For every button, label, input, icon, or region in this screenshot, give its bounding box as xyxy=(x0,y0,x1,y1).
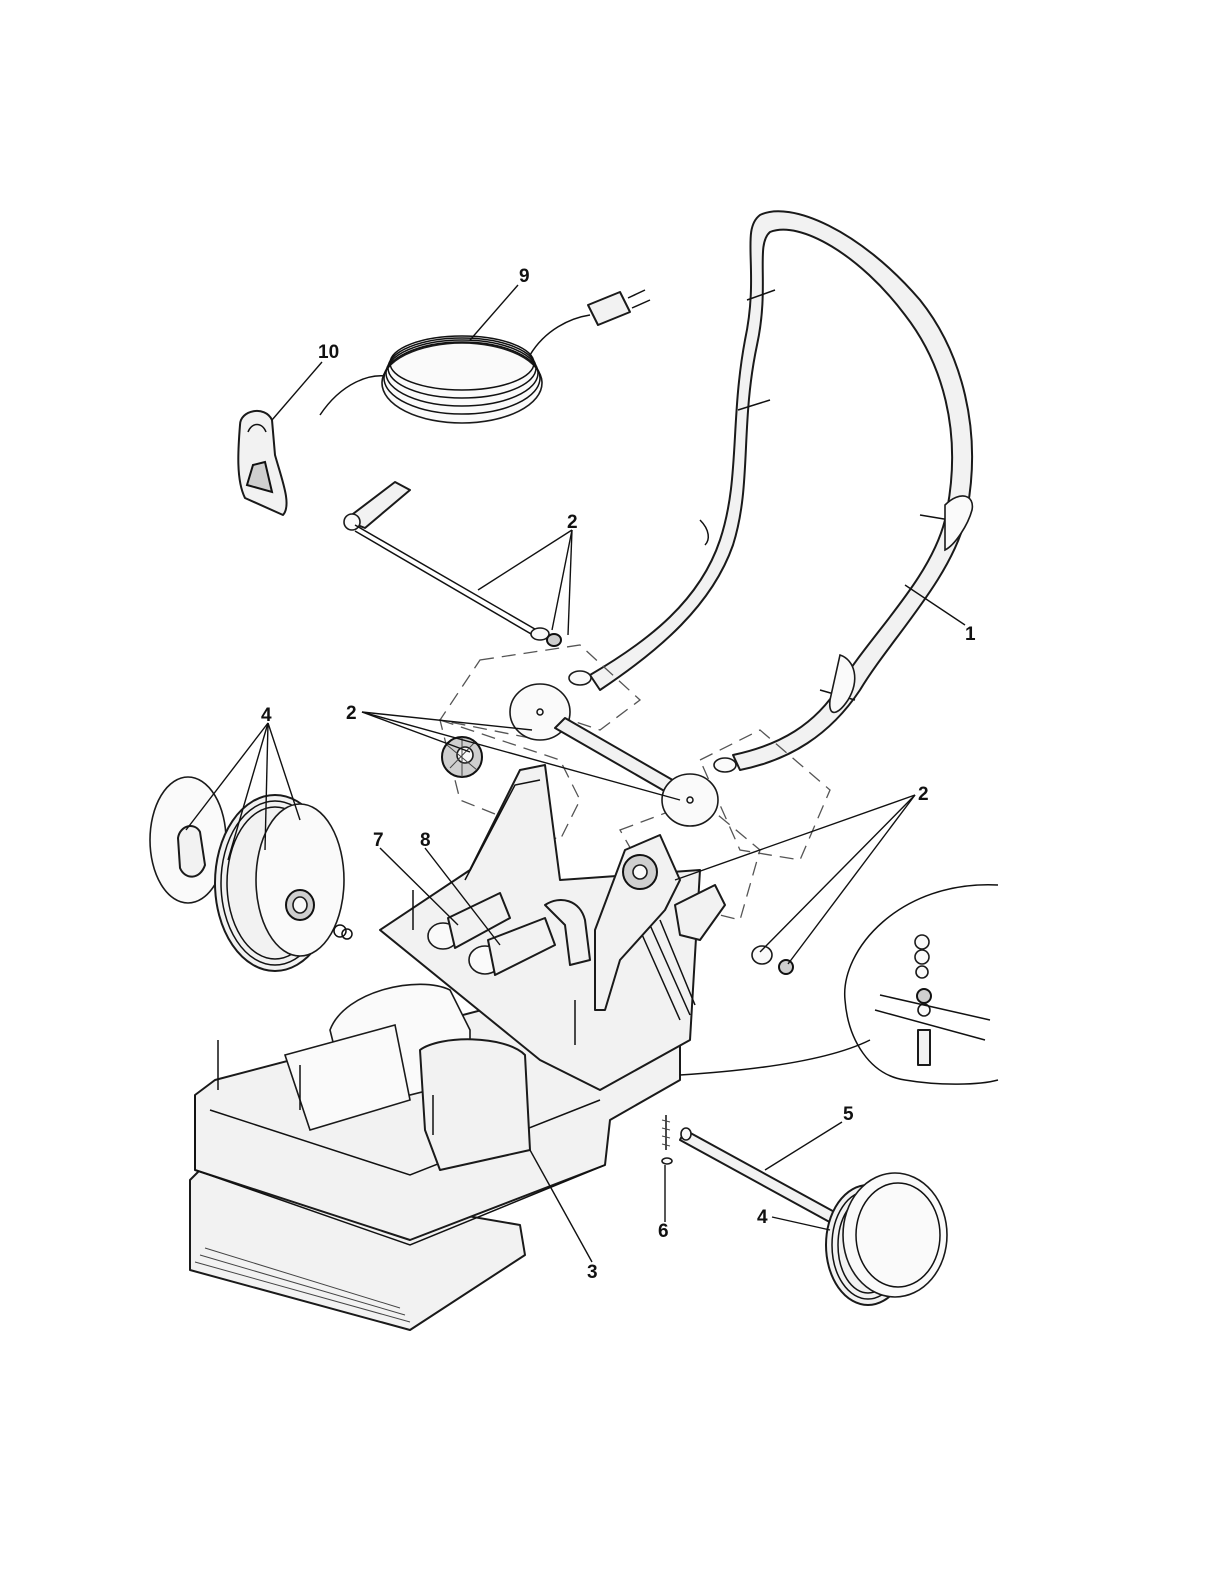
height-adjust-bracket-part xyxy=(594,834,794,1011)
leader-lines xyxy=(185,284,966,1263)
axle-assembly-part xyxy=(509,683,719,827)
callout-6: 6 xyxy=(658,1221,669,1242)
callout-5: 5 xyxy=(843,1104,854,1125)
callout-4-right: 4 xyxy=(757,1207,768,1228)
handle-part xyxy=(568,210,974,773)
callout-4-left: 4 xyxy=(261,705,272,726)
callout-labels: 1 2 2 2 3 4 4 5 6 7 8 9 10 xyxy=(261,266,976,1283)
linkage-rod-part xyxy=(343,481,562,647)
callout-9: 9 xyxy=(519,266,530,287)
callout-8: 8 xyxy=(420,830,431,851)
bolt-part xyxy=(661,1115,673,1165)
callout-7: 7 xyxy=(373,830,384,851)
callout-2-top: 2 xyxy=(567,512,578,533)
left-wheel-part xyxy=(149,776,353,972)
callout-1: 1 xyxy=(965,624,976,645)
detail-inset xyxy=(679,884,999,1085)
callout-2-right: 2 xyxy=(918,784,929,805)
callout-2-middle: 2 xyxy=(346,703,357,724)
right-wheel-part xyxy=(825,1172,948,1306)
cord-hook-part xyxy=(237,410,288,516)
main-body-part xyxy=(189,764,701,1331)
callout-10: 10 xyxy=(318,342,339,363)
gear-part xyxy=(441,736,483,778)
callout-3: 3 xyxy=(587,1262,598,1283)
power-cord-part xyxy=(319,289,651,424)
